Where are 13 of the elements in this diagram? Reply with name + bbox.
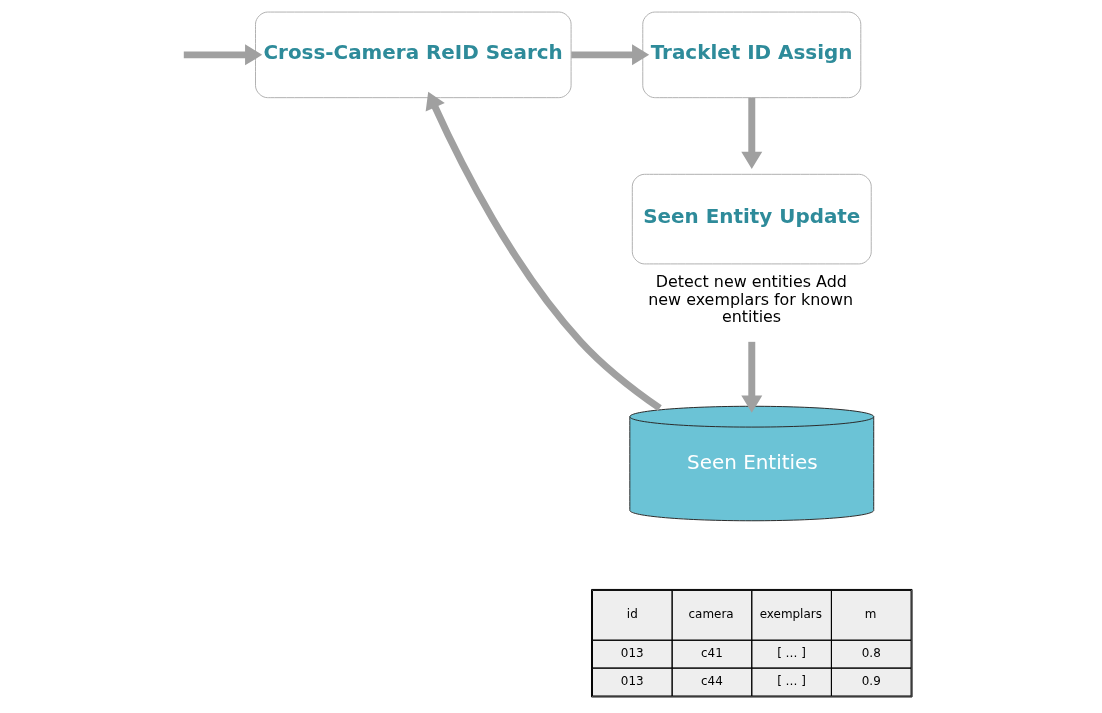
label: 013	[620, 646, 644, 661]
label: 013	[620, 674, 644, 689]
label: id	[626, 607, 638, 622]
label: [ … ]	[776, 646, 806, 661]
label: [ … ]	[776, 674, 806, 689]
label: exemplars	[759, 607, 822, 622]
label: camera	[688, 607, 734, 622]
label: 0.8	[861, 646, 881, 661]
node-label: Detect new entities Add new exemplars for known entities	[647, 271, 853, 327]
label: c44	[700, 674, 723, 689]
label: c41	[700, 646, 723, 661]
label: m	[864, 607, 876, 622]
label: 0.9	[861, 674, 881, 689]
